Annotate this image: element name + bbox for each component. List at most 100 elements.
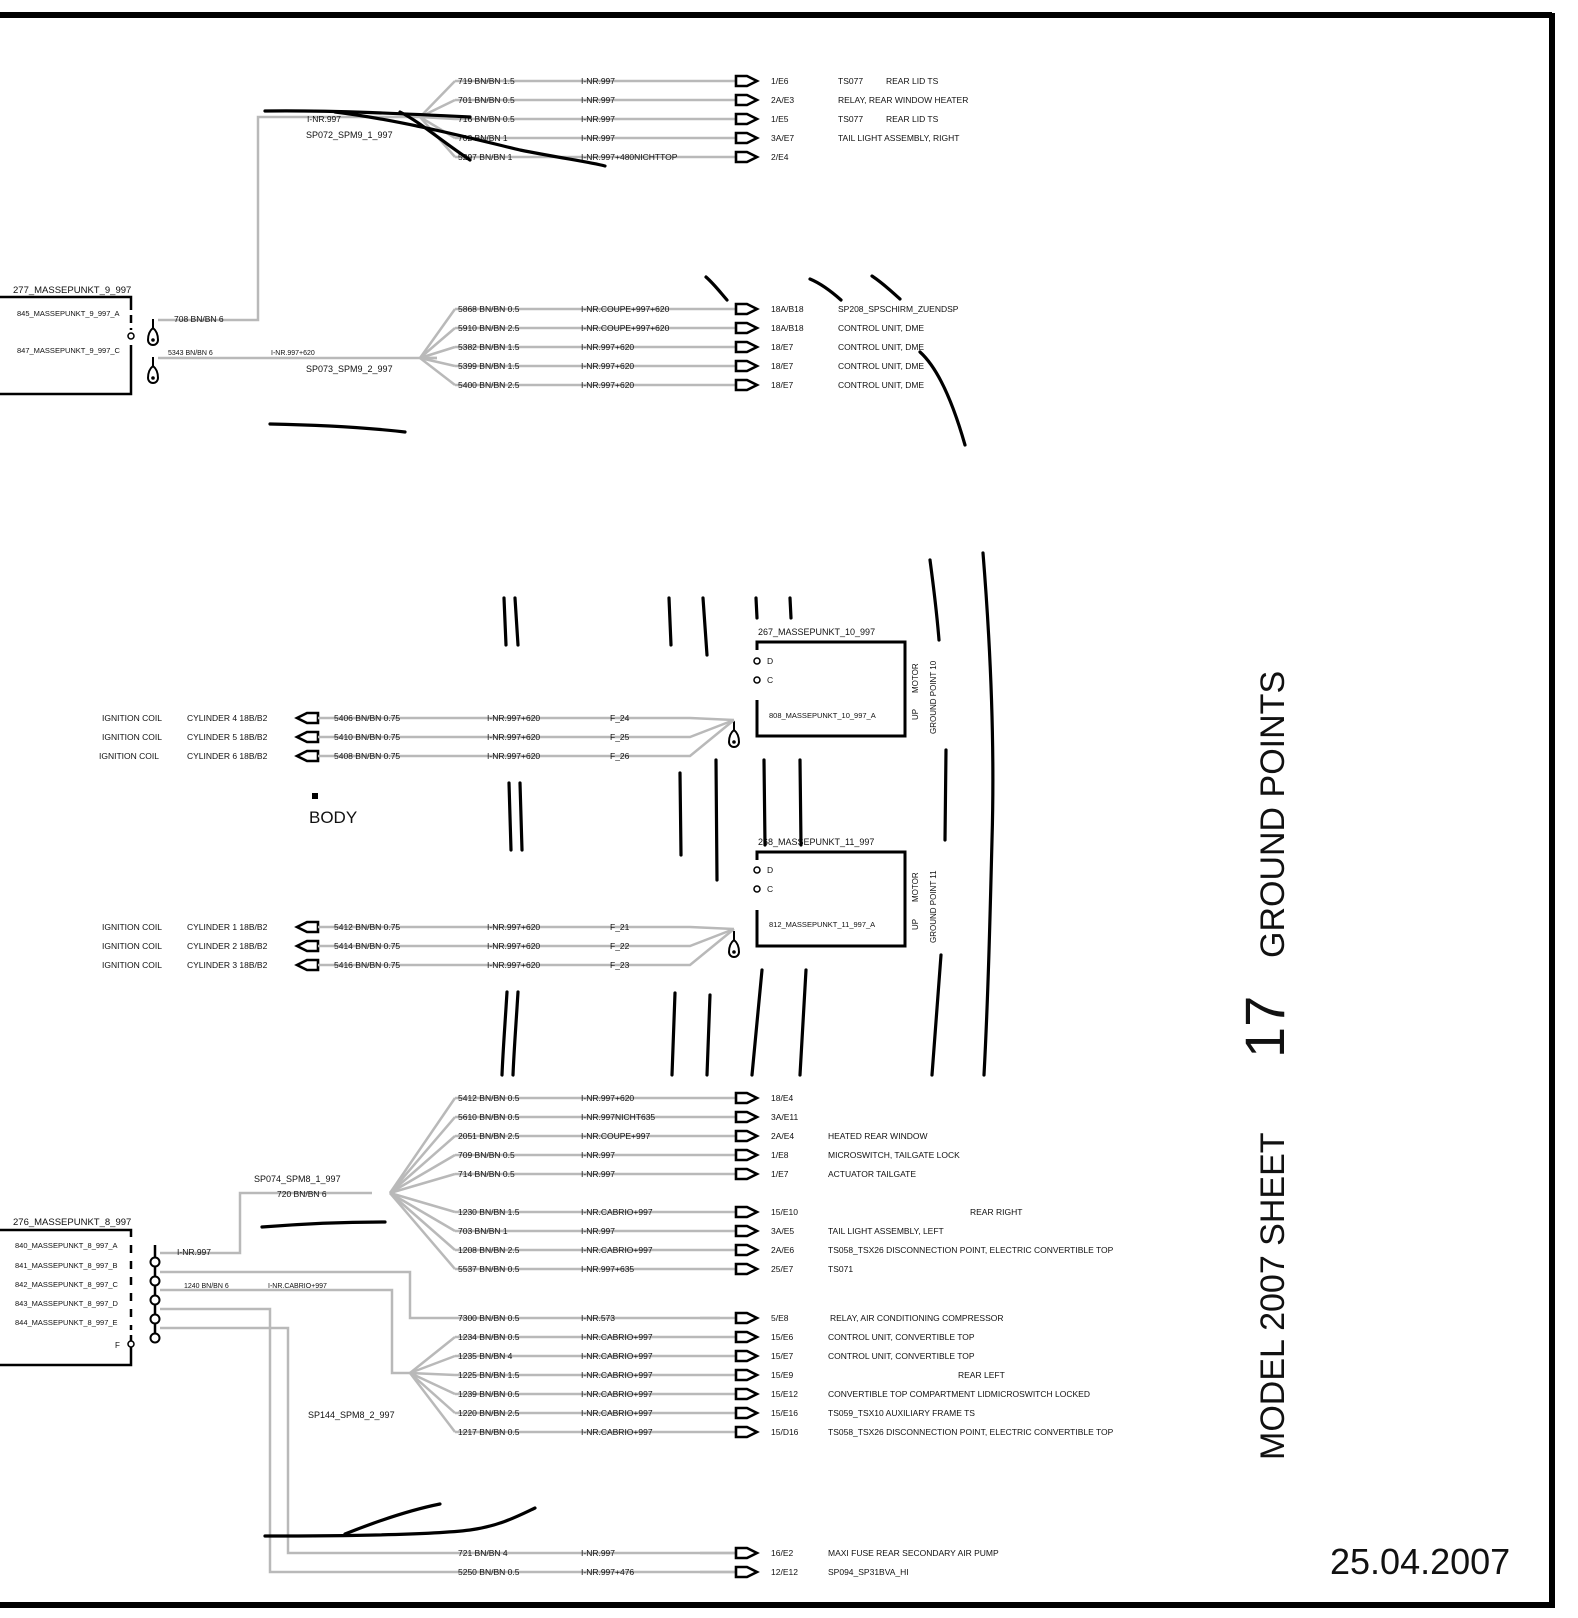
wire-code: 5400 BN/BN 2.5 <box>458 380 520 390</box>
wire-ref: 16/E2 <box>771 1548 793 1558</box>
wire-code: 1239 BN/BN 0.5 <box>458 1389 520 1399</box>
connector-arrow-icon <box>734 1406 759 1420</box>
connector-arrow-icon <box>734 131 759 145</box>
wire-code: 5868 BN/BN 0.5 <box>458 304 520 314</box>
wire-inr: I-NR.997+620 <box>581 342 634 352</box>
splice-4-name: SP144_SPM8_2_997 <box>308 1410 395 1420</box>
wire-ref: 3A/E11 <box>771 1112 799 1122</box>
wire-inr: I-NR.CABRIO+997 <box>581 1351 653 1361</box>
wire-ref: 1/E7 <box>771 1169 789 1179</box>
ground-lug-icon <box>728 930 740 958</box>
coil-cylinder: CYLINDER 4 18B/B2 <box>187 713 268 723</box>
connector-arrow-icon <box>734 302 759 316</box>
coil-cylinder: CYLINDER 2 18B/B2 <box>187 941 268 951</box>
coil-cylinder: CYLINDER 5 18B/B2 <box>187 732 268 742</box>
connector-arrow-icon <box>734 150 759 164</box>
connector-arrow-icon <box>295 958 320 972</box>
wire-line <box>389 1153 456 1195</box>
ground-8-feed-c-wire: 1240 BN/BN 6 <box>184 1283 229 1290</box>
ground-10-pin-d: D <box>767 656 773 666</box>
wire-line <box>318 928 735 967</box>
ground-8-pin-f: F <box>115 1341 120 1350</box>
wire-destination: REAR RIGHT <box>970 1207 1022 1217</box>
wire-destination: CONTROL UNIT, DME <box>838 342 924 352</box>
wire-code: 701 BN/BN 0.5 <box>458 95 515 105</box>
wire-ref: 15/E16 <box>771 1408 798 1418</box>
wire-inr: I-NR.997+620 <box>581 380 634 390</box>
wire-line <box>418 308 457 359</box>
wire-ref: 5/E8 <box>771 1313 789 1323</box>
ground-9-feed-2: 5343 BN/BN 6 <box>168 350 213 357</box>
coil-cylinder: CYLINDER 3 18B/B2 <box>187 960 268 970</box>
wire-ref: 1/E5 <box>771 114 789 124</box>
wire-inr: I-NR.997+620 <box>487 751 540 761</box>
wire-code: 1235 BN/BN 4 <box>458 1351 513 1361</box>
connector-arrow-icon <box>734 321 759 335</box>
wire-code: 1234 BN/BN 0.5 <box>458 1332 520 1342</box>
wire-line <box>419 80 456 118</box>
connector-arrow-icon <box>734 1243 759 1257</box>
wire-destination: RELAY, REAR WINDOW HEATER <box>838 95 968 105</box>
ground-lug-icon <box>728 720 740 748</box>
wire-code: 5416 BN/BN 0.75 <box>334 960 400 970</box>
coil-label: IGNITION COIL <box>102 941 162 951</box>
wire-destination: TAIL LIGHT ASSEMBLY, RIGHT <box>838 133 959 143</box>
wire-destination: TS077 <box>838 114 863 124</box>
wire-inr: I-NR.997+620 <box>487 941 540 951</box>
wire-destination: REAR LEFT <box>958 1370 1005 1380</box>
wire-code: 2051 BN/BN 2.5 <box>458 1131 520 1141</box>
ground-8-name: 276_MASSEPUNKT_8_997 <box>13 1217 131 1228</box>
sheet-border <box>0 12 1555 1608</box>
wire-code: 5250 BN/BN 0.5 <box>458 1567 520 1577</box>
ground-11-point: 812_MASSEPUNKT_11_997_A <box>769 920 875 929</box>
wire-inr: I-NR.997 <box>581 76 615 86</box>
connector-arrow-icon <box>295 730 320 744</box>
wire-ref: 1/E6 <box>771 76 789 86</box>
pen-annotations <box>260 109 995 1538</box>
wire-line <box>419 357 456 386</box>
splice-1-name: SP072_SPM9_1_997 <box>306 130 393 140</box>
wire-inr: I-NR.COUPE+997+620 <box>581 323 670 333</box>
connector-arrow-icon <box>734 1311 759 1325</box>
connector-arrow-icon <box>734 1546 759 1560</box>
ground-lug-icon <box>147 356 159 384</box>
wire-code: 1230 BN/BN 1.5 <box>458 1207 520 1217</box>
fuse-label: F_24 <box>610 713 630 723</box>
sheet-title-right: GROUND POINTS <box>1254 671 1292 958</box>
wire-ref: 2/E4 <box>771 152 789 162</box>
wire-ref: 3A/E5 <box>771 1226 794 1236</box>
ground-9-feed-2-inr: I-NR.997+620 <box>271 350 315 357</box>
wire-code: 1220 BN/BN 2.5 <box>458 1408 520 1418</box>
wire-code: 5410 BN/BN 0.75 <box>334 732 400 742</box>
wire-inr: I-NR.997+620 <box>487 732 540 742</box>
wire-line <box>419 356 456 368</box>
connector-arrow-icon <box>295 749 320 763</box>
wire-ref: 1/E8 <box>771 1150 789 1160</box>
body-label: BODY <box>309 808 357 827</box>
fuse-label: F_25 <box>610 732 630 742</box>
splice-3-name: SP074_SPM8_1_997 <box>254 1174 341 1184</box>
wire-note: REAR LID TS <box>886 76 939 86</box>
connector-arrow-icon <box>734 1330 759 1344</box>
wire-line <box>318 927 735 948</box>
title-block: MODEL 2007 SHEET 17 GROUND POINTS <box>1233 671 1296 1460</box>
wire-code: 5382 BN/BN 1.5 <box>458 342 520 352</box>
wire-destination: TS058_TSX26 DISCONNECTION POINT, ELECTRI… <box>828 1245 1114 1255</box>
wire-inr: I-NR.997+620 <box>487 713 540 723</box>
wire-code: 7300 BN/BN 0.5 <box>458 1313 520 1323</box>
connector-arrow-icon <box>734 1368 759 1382</box>
wire-code: 5406 BN/BN 0.75 <box>334 713 400 723</box>
ground-10-point: 808_MASSEPUNKT_10_997_A <box>769 711 876 720</box>
wire-destination: CONTROL UNIT, DME <box>838 380 924 390</box>
connector-arrow-icon <box>734 1167 759 1181</box>
ground-10-up: UP <box>911 709 920 720</box>
connector-arrow-icon <box>295 939 320 953</box>
splice-3-wire: 720 BN/BN 6 <box>277 1189 327 1199</box>
wire-code: 1217 BN/BN 0.5 <box>458 1427 520 1437</box>
wire-inr: I-NR.997 <box>581 95 615 105</box>
ground-point-11: 268_MASSEPUNKT_11_997 D C 812_MASSEPUNKT… <box>728 837 938 958</box>
ground-lug-icon <box>147 318 159 346</box>
